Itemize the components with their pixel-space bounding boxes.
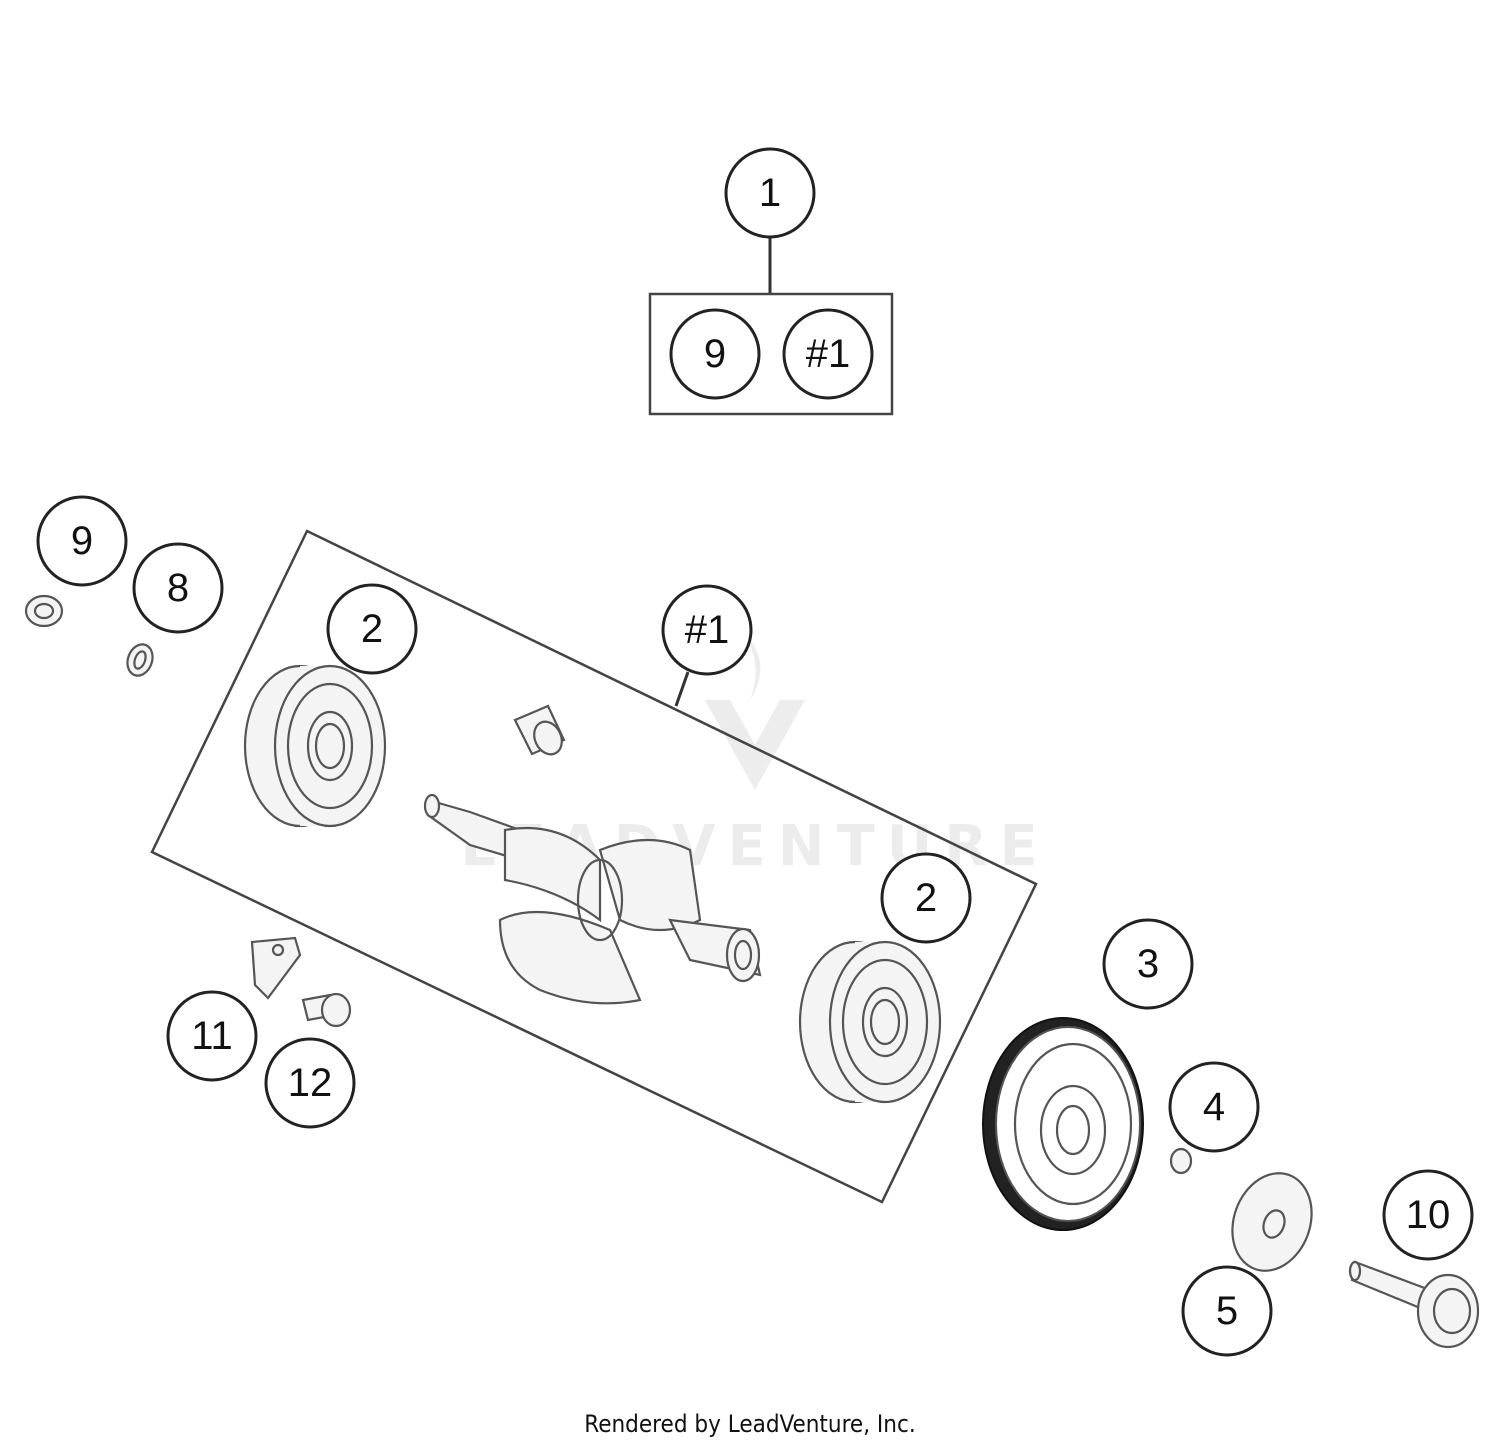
callout-3[interactable]: 3 [1102, 918, 1194, 1010]
callout-label: 2 [915, 876, 937, 920]
callout-label: 12 [288, 1061, 333, 1105]
bearing-left-part-2 [243, 664, 387, 828]
callout-1[interactable]: 1 [724, 147, 816, 239]
kit-box [648, 292, 894, 416]
callout-label: 8 [167, 566, 189, 610]
crank-pin [513, 704, 566, 756]
callout-8[interactable]: 8 [132, 542, 224, 634]
callout-label: 1 [759, 171, 781, 215]
washer-part-5 [1231, 1172, 1313, 1272]
bolt-part-10 [1348, 1260, 1480, 1349]
callout-label: 5 [1216, 1289, 1238, 1333]
screw-part-12 [301, 992, 352, 1028]
callout-label: 3 [1137, 942, 1159, 986]
callout-12[interactable]: 12 [264, 1037, 356, 1129]
callout-label: #1 [685, 608, 730, 652]
crankshaft [423, 793, 762, 1005]
assembly-frame [150, 529, 1038, 1204]
callout-9[interactable]: 9 [36, 495, 128, 587]
callout-label: 11 [191, 1014, 233, 1058]
callout-label: 9 [704, 332, 726, 376]
callout-label: 10 [1406, 1193, 1451, 1237]
leader-line-assembly [674, 671, 690, 707]
callout-4[interactable]: 4 [1168, 1061, 1260, 1153]
washer-part-8 [126, 643, 154, 677]
kit-assembly-group [648, 237, 894, 416]
callout-label: #1 [806, 332, 851, 376]
nut-part-9 [24, 594, 64, 628]
callout-9-kit[interactable]: 9 [669, 308, 761, 400]
callout-label: 4 [1203, 1085, 1225, 1129]
bearing-right-part-2 [798, 940, 942, 1104]
callout-2-left[interactable]: 2 [326, 583, 418, 675]
callout-5[interactable]: 5 [1181, 1265, 1273, 1357]
key-part-4 [1169, 1147, 1193, 1175]
gear-part-3 [982, 1017, 1144, 1231]
callout-11[interactable]: 11 [166, 990, 258, 1082]
callout-label: 9 [71, 519, 93, 563]
callout-10[interactable]: 10 [1382, 1169, 1474, 1261]
watermark-logo-icon [705, 630, 805, 790]
plate-part-11 [250, 936, 302, 1000]
footer-credit: Rendered by LeadVenture, Inc. [584, 1410, 916, 1438]
callout-2-right[interactable]: 2 [880, 852, 972, 944]
callout-hash1-assembly[interactable]: #1 [661, 584, 753, 676]
callout-label: 2 [361, 607, 383, 651]
callout-hash1-kit[interactable]: #1 [782, 308, 874, 400]
